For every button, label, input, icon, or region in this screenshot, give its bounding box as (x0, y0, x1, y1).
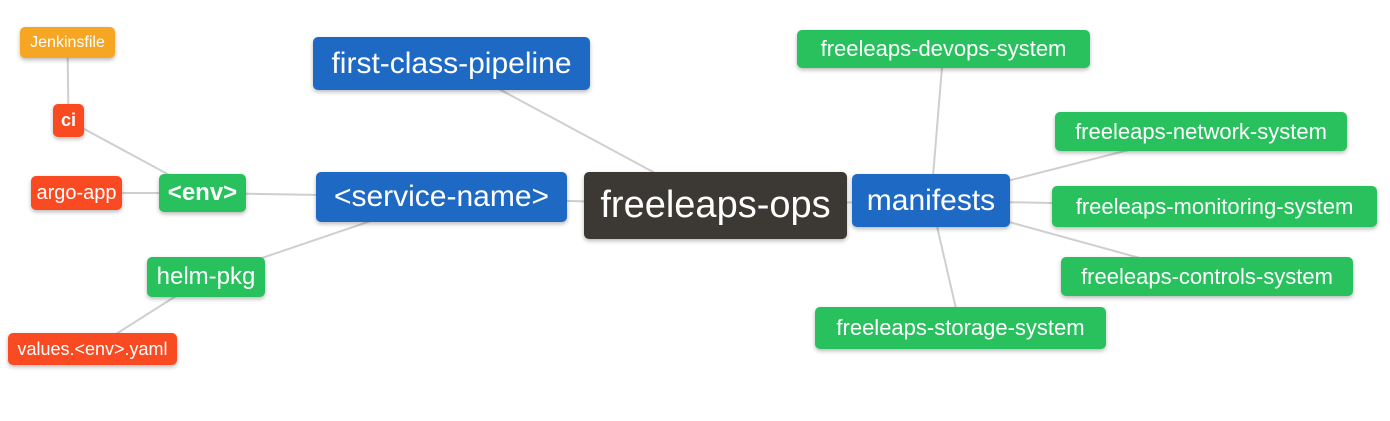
node-manifests[interactable]: manifests (852, 174, 1010, 227)
node-freeleaps-monitoring-system[interactable]: freeleaps-monitoring-system (1052, 186, 1377, 227)
node-env[interactable]: <env> (159, 174, 246, 212)
node-freeleaps-network-system[interactable]: freeleaps-network-system (1055, 112, 1347, 151)
node-ci[interactable]: ci (53, 104, 84, 137)
node-helm-pkg[interactable]: helm-pkg (147, 257, 265, 297)
node-freeleaps-ops-root[interactable]: freeleaps-ops (584, 172, 847, 239)
node-service-name[interactable]: <service-name> (316, 172, 567, 222)
node-values-env-yaml[interactable]: values.<env>.yaml (8, 333, 177, 365)
node-jenkinsfile[interactable]: Jenkinsfile (20, 27, 115, 58)
node-argo-app[interactable]: argo-app (31, 176, 122, 210)
node-freeleaps-storage-system[interactable]: freeleaps-storage-system (815, 307, 1106, 349)
node-freeleaps-controls-system[interactable]: freeleaps-controls-system (1061, 257, 1353, 296)
node-first-class-pipeline[interactable]: first-class-pipeline (313, 37, 590, 90)
node-freeleaps-devops-system[interactable]: freeleaps-devops-system (797, 30, 1090, 68)
